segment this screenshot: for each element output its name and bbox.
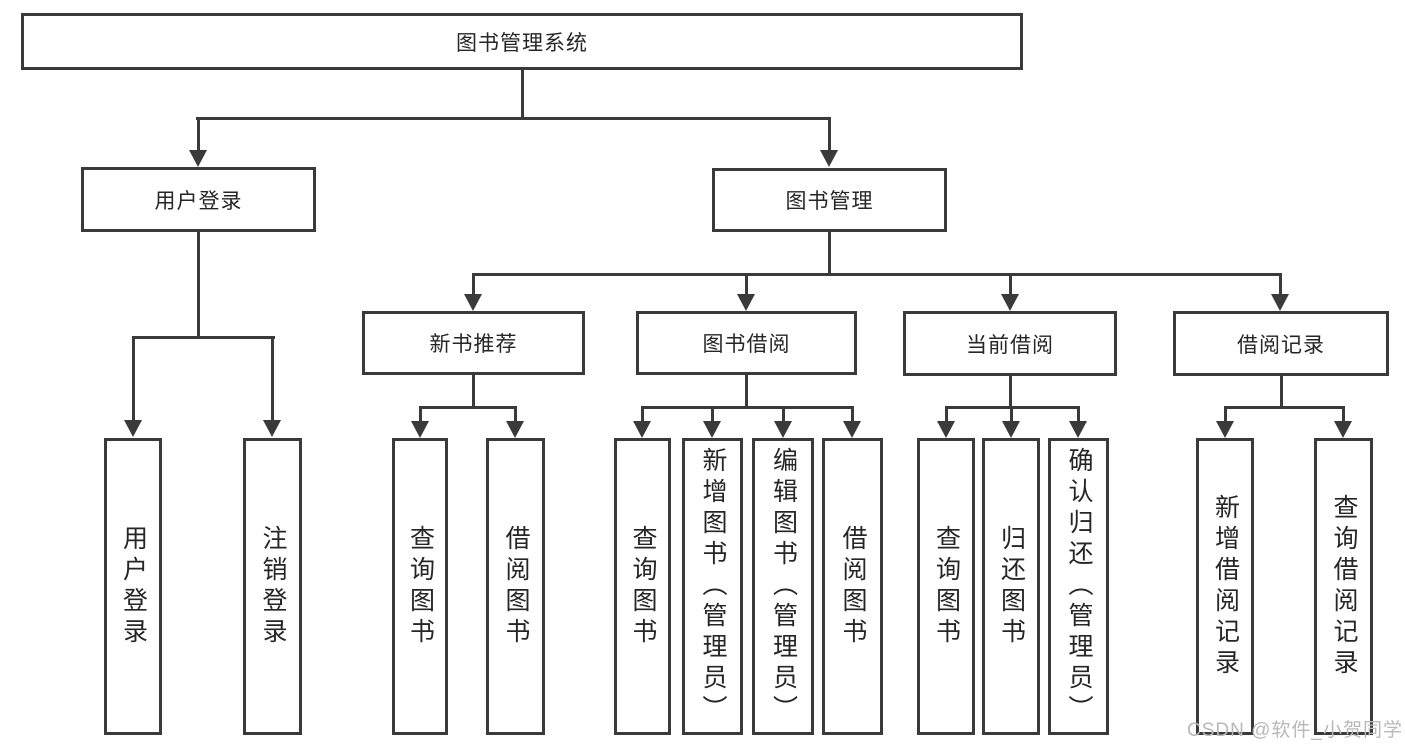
csdn-watermark: CSDN @软件_小贺同学 bbox=[1187, 720, 1403, 741]
connector-vline bbox=[641, 406, 644, 423]
leaf-label: 新增图书（管理员） bbox=[699, 447, 727, 726]
connector-hline bbox=[472, 273, 1282, 276]
node-label: 图书管理 bbox=[785, 190, 874, 213]
node-label: 新书推荐 bbox=[429, 333, 518, 356]
connector-vline bbox=[419, 406, 422, 423]
leaf-label: 编辑图书（管理员） bbox=[769, 447, 798, 726]
connector-vline bbox=[745, 374, 748, 408]
connector-vline bbox=[711, 406, 714, 423]
leaf-label: 查询图书 bbox=[932, 524, 961, 649]
leaf-label: 查询借阅记录 bbox=[1330, 493, 1358, 680]
connector-vline bbox=[1280, 374, 1283, 408]
connector-hline bbox=[641, 406, 854, 409]
leaf-label: 归还图书 bbox=[997, 524, 1026, 649]
leaf-query-books: 查询图书 bbox=[392, 438, 448, 735]
leaf-user-login: 用户登录 bbox=[104, 438, 162, 735]
leaf-label: 新增借阅记录 bbox=[1211, 493, 1240, 680]
connector-hline bbox=[132, 336, 275, 339]
connector-vline bbox=[828, 117, 831, 152]
arrow-down-icon bbox=[189, 150, 207, 167]
node-book-borrowing: 图书借阅 bbox=[636, 311, 857, 375]
node-label: 用户登录 bbox=[154, 189, 243, 213]
node-library-management-system: 图书管理系统 bbox=[21, 13, 1023, 70]
leaf-borrow-books: 借阅图书 bbox=[486, 438, 545, 735]
connector-vline bbox=[514, 406, 517, 423]
node-user-login: 用户登录 bbox=[81, 167, 316, 232]
arrow-down-icon bbox=[633, 421, 651, 438]
connector-vline bbox=[521, 70, 524, 119]
arrow-down-icon bbox=[737, 294, 755, 311]
connector-hline bbox=[196, 117, 831, 120]
connector-vline bbox=[782, 406, 785, 423]
connector-vline bbox=[1010, 406, 1013, 423]
leaf-label: 确认归还（管理员） bbox=[1065, 447, 1093, 726]
connector-vline bbox=[197, 117, 200, 152]
leaf-query-books: 查询图书 bbox=[917, 438, 975, 735]
leaf-confirm-return-admin: 确认归还（管理员） bbox=[1048, 438, 1109, 735]
arrow-down-icon bbox=[937, 421, 955, 438]
node-new-book-recommend: 新书推荐 bbox=[362, 311, 585, 375]
leaf-add-books-admin: 新增图书（管理员） bbox=[682, 438, 743, 735]
connector-vline bbox=[197, 232, 200, 338]
connector-vline bbox=[1077, 406, 1080, 423]
leaf-edit-books-admin: 编辑图书（管理员） bbox=[752, 438, 814, 735]
connector-vline bbox=[472, 374, 475, 408]
connector-vline bbox=[828, 232, 831, 275]
connector-vline bbox=[1009, 273, 1012, 297]
node-label: 图书管理系统 bbox=[456, 31, 588, 55]
connector-vline bbox=[745, 273, 748, 297]
connector-vline bbox=[851, 406, 854, 423]
arrow-down-icon bbox=[506, 421, 524, 438]
connector-hline bbox=[419, 406, 517, 409]
connector-vline bbox=[1224, 406, 1227, 423]
arrow-down-icon bbox=[1334, 421, 1352, 438]
leaf-label: 查询图书 bbox=[629, 524, 657, 649]
leaf-label: 借阅图书 bbox=[839, 524, 867, 649]
leaf-add-borrow-record: 新增借阅记录 bbox=[1196, 438, 1254, 735]
leaf-label: 用户登录 bbox=[119, 524, 148, 649]
leaf-label: 借阅图书 bbox=[502, 524, 530, 649]
arrow-down-icon bbox=[843, 421, 861, 438]
node-borrowing-records: 借阅记录 bbox=[1173, 311, 1389, 376]
leaf-query-books: 查询图书 bbox=[614, 438, 671, 735]
leaf-label: 注销登录 bbox=[259, 524, 287, 649]
arrow-down-icon bbox=[1069, 421, 1087, 438]
node-current-borrowing: 当前借阅 bbox=[903, 311, 1117, 376]
leaf-return-books: 归还图书 bbox=[982, 438, 1040, 735]
arrow-down-icon bbox=[820, 150, 838, 167]
arrow-down-icon bbox=[1002, 421, 1020, 438]
arrow-down-icon bbox=[124, 420, 142, 437]
connector-hline bbox=[1224, 406, 1345, 409]
leaf-query-borrow-record: 查询借阅记录 bbox=[1314, 438, 1373, 735]
arrow-down-icon bbox=[464, 294, 482, 311]
arrow-down-icon bbox=[411, 421, 429, 438]
arrow-down-icon bbox=[263, 420, 281, 437]
leaf-logout: 注销登录 bbox=[243, 438, 302, 735]
node-label: 借阅记录 bbox=[1237, 333, 1325, 357]
connector-vline bbox=[945, 406, 948, 423]
node-label: 当前借阅 bbox=[966, 333, 1054, 357]
connector-vline bbox=[1009, 374, 1012, 408]
arrow-down-icon bbox=[774, 421, 792, 438]
arrow-down-icon bbox=[1216, 421, 1234, 438]
arrow-down-icon bbox=[1001, 294, 1019, 311]
node-label: 图书借阅 bbox=[702, 333, 791, 356]
arrow-down-icon bbox=[1271, 294, 1289, 311]
connector-vline bbox=[1279, 273, 1282, 297]
arrow-down-icon bbox=[703, 421, 721, 438]
connector-vline bbox=[132, 336, 135, 422]
leaf-borrow-books: 借阅图书 bbox=[822, 438, 883, 735]
leaf-label: 查询图书 bbox=[406, 524, 435, 649]
connector-vline bbox=[271, 336, 274, 422]
connector-vline bbox=[1342, 406, 1345, 423]
connector-vline bbox=[472, 273, 475, 297]
node-book-management: 图书管理 bbox=[712, 168, 947, 232]
